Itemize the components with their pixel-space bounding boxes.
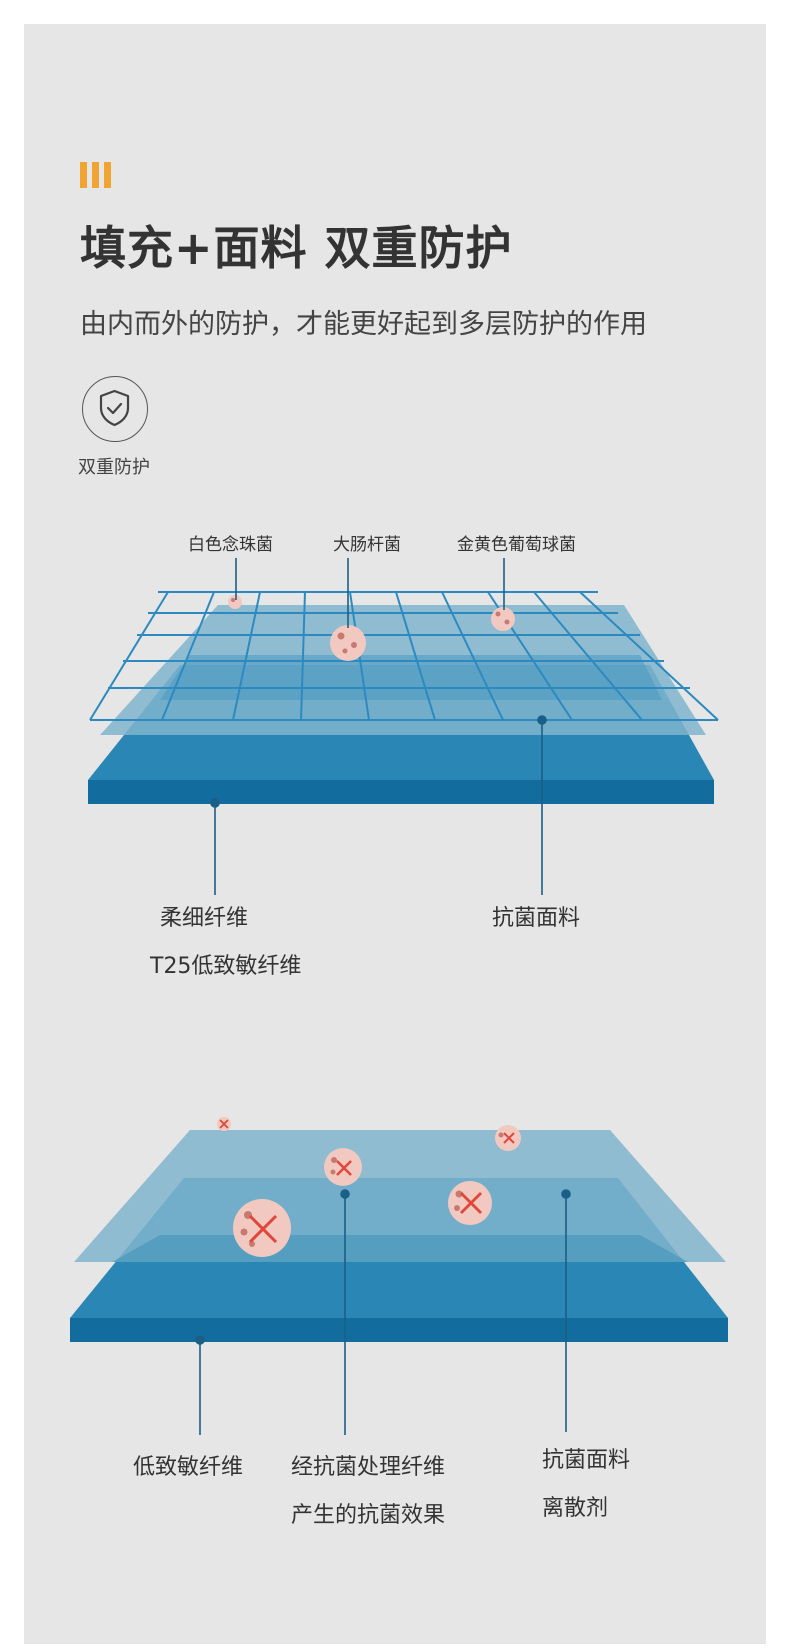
label-low-allergy-fiber: 低致敏纤维	[133, 1455, 244, 1480]
bacteria-candida	[228, 595, 242, 609]
bacteria-killed-3	[495, 1125, 521, 1151]
bacteria-killed-1	[217, 1117, 231, 1131]
soft-fiber-layer-edge	[88, 780, 714, 804]
antibacterial-fabric-band	[112, 1235, 688, 1262]
label-staph: 金黄色葡萄球菌	[457, 535, 576, 555]
label-dispersant: 离散剂	[542, 1496, 609, 1521]
bacteria-killed-4	[233, 1199, 291, 1257]
label-antibacterial-fabric: 抗菌面料	[492, 906, 581, 931]
label-t25-fiber: T25低致敏纤维	[150, 954, 302, 979]
label-antibacterial-effect: 产生的抗菌效果	[291, 1503, 446, 1528]
bacteria-ecoli	[330, 625, 366, 661]
page-subtitle: 由内而外的防护，才能更好起到多层防护的作用	[80, 309, 647, 340]
low-allergy-layer-edge	[70, 1318, 728, 1342]
bacteria-killed-2	[324, 1148, 362, 1186]
page-title: 填充+面料 双重防护	[80, 221, 513, 275]
content-panel	[24, 24, 766, 1644]
label-ecoli: 大肠杆菌	[333, 535, 401, 555]
shield-check-icon	[82, 376, 148, 442]
label-candida: 白色念珠菌	[188, 535, 273, 555]
badge-label: 双重防护	[78, 457, 150, 478]
diagram-1	[88, 558, 719, 895]
grid-mesh	[89, 591, 719, 721]
label-antibacterial-fabric-2: 抗菌面料	[542, 1448, 631, 1473]
bacteria-killed-5	[448, 1181, 492, 1225]
accent-bars-icon	[80, 162, 111, 188]
label-soft-fiber: 柔细纤维	[160, 906, 249, 931]
label-treated-fiber: 经抗菌处理纤维	[291, 1455, 446, 1480]
bacteria-staph	[491, 607, 515, 631]
